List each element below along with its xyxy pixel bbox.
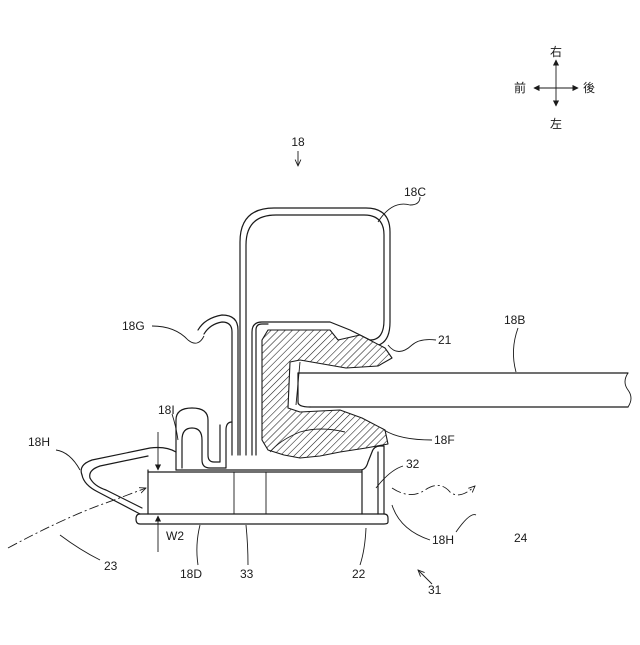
glass-panel — [298, 373, 631, 407]
label-18H-right: 18H — [432, 533, 454, 547]
label-18G: 18G — [122, 319, 145, 333]
label-W2: W2 — [166, 529, 184, 543]
seal-21 — [262, 330, 392, 458]
label-32: 32 — [406, 457, 420, 471]
compass-label-right: 右 — [550, 44, 562, 59]
channel-18I — [176, 408, 232, 470]
label-18D: 18D — [180, 567, 202, 581]
label-18F: 18F — [434, 433, 455, 447]
assembly-callout: 18 — [291, 135, 305, 166]
flow-lines — [8, 485, 475, 548]
label-24: 24 — [514, 531, 528, 545]
compass-label-rear: 後 — [583, 81, 595, 95]
label-22: 22 — [352, 567, 366, 581]
component-33 — [234, 472, 266, 514]
label-18I: 18I — [158, 403, 175, 417]
label-33: 33 — [240, 567, 254, 581]
flow-path-23 — [8, 488, 146, 548]
compass: 右 左 前 後 — [514, 44, 595, 131]
label-18: 18 — [291, 135, 305, 149]
label-18C: 18C — [404, 185, 426, 199]
label-23: 23 — [104, 559, 118, 573]
label-21: 21 — [438, 333, 452, 347]
compass-label-left: 左 — [550, 116, 562, 131]
lower-housing — [81, 446, 388, 524]
label-31: 31 — [428, 583, 442, 597]
compass-label-front: 前 — [514, 80, 526, 95]
label-18H-left: 18H — [28, 435, 50, 449]
flow-path-24 — [392, 485, 475, 494]
label-18B: 18B — [504, 313, 525, 327]
